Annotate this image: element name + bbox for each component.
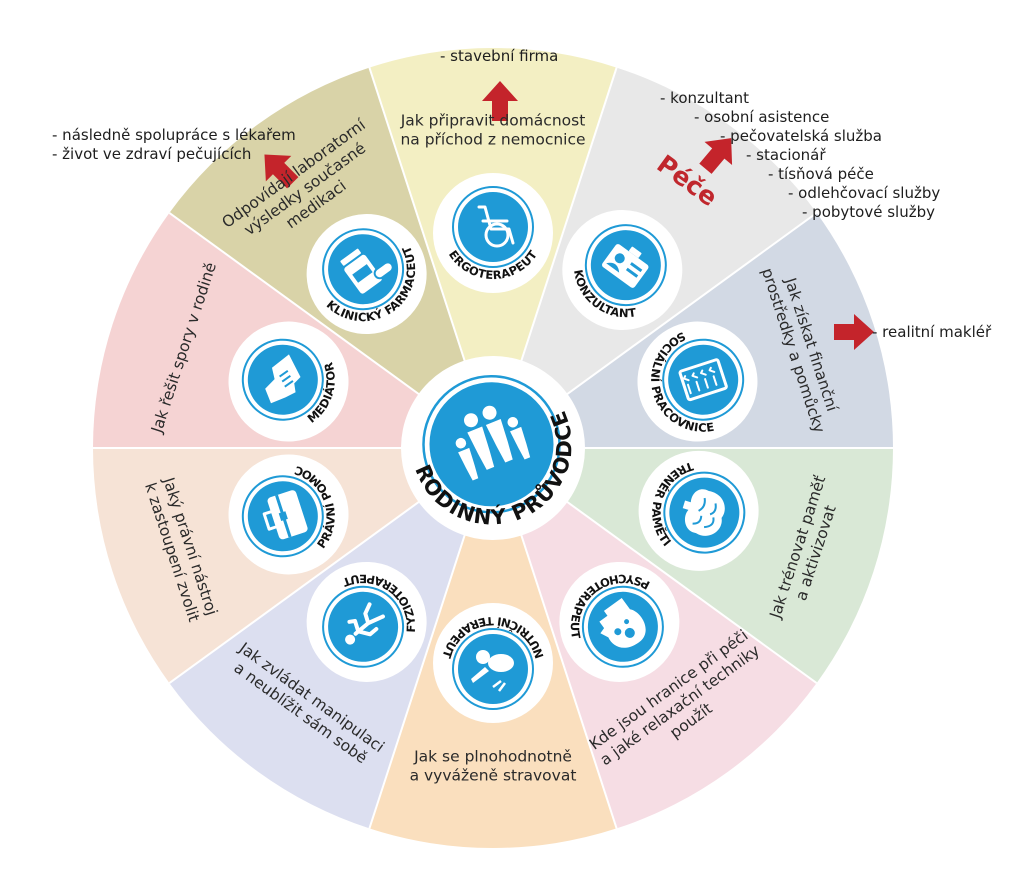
role-badge-mediator: MEDIÁTOR <box>228 321 349 442</box>
badge-disc <box>668 344 739 415</box>
role-badge-trener: TRENÉR PAMĚTI <box>638 450 759 571</box>
center-disc <box>429 382 554 507</box>
checklist-icon <box>678 358 728 402</box>
note-line: - tísňová péče <box>768 165 874 183</box>
segment-text-line: Jak připravit domácnost <box>400 112 586 130</box>
arrow-right-icon <box>834 314 874 350</box>
role-badge-farmaceut: KLINICKÝ FARMACEUT <box>306 214 440 346</box>
medicine-bottle-icon <box>340 248 394 294</box>
role-badge-konzultant: KONZULTANT <box>560 210 683 334</box>
note-top-right: - konzultant - osobní asistence - pečova… <box>660 89 940 222</box>
segment-text-line: na příchod z nemocnice <box>400 131 585 149</box>
walking-person-icon <box>345 602 385 645</box>
note-top: - stavební firma <box>440 47 558 66</box>
arrow-up-left-icon <box>264 154 299 189</box>
brain-icon <box>682 489 725 536</box>
note-line: - osobní asistence <box>694 108 830 126</box>
note-right: - realitní makléř <box>872 323 991 342</box>
handshake-icon <box>265 354 301 404</box>
briefcase-icon <box>262 490 308 540</box>
note-line: - stavební firma <box>440 47 559 65</box>
role-badge-socialni: SOCIÁLNÍ PRACOVNICE <box>634 321 758 449</box>
note-line: - pečovatelská služba <box>720 127 882 145</box>
badge-disc <box>458 192 528 262</box>
note-line: - následně spolupráce s lékařem <box>52 126 296 144</box>
food-icon <box>471 650 514 692</box>
segment-text-line: Jak se plnohodnotně <box>413 748 572 766</box>
id-card-icon <box>602 244 649 288</box>
note-line: - realitní makléř <box>872 323 992 341</box>
note-line: - odlehčovací služby <box>788 184 941 202</box>
note-top-left: - následně spolupráce s lékařem - život … <box>52 126 296 164</box>
note-line: - konzultant <box>660 89 750 107</box>
arrows-layer <box>264 81 874 350</box>
arrow-up-icon <box>482 81 518 121</box>
segment-text-line: a vyváženě stravovat <box>410 767 577 785</box>
role-badge-psychoterapeut: PSYCHOTERAPEUT <box>549 552 680 682</box>
note-line: - pobytové služby <box>802 203 935 221</box>
note-line: - stacionář <box>746 146 826 164</box>
role-badge-nutricni: NUTRIČNÍ TERAPEUT <box>433 603 553 723</box>
role-badge-fyzioterapeut: FYZIOTERAPEUT <box>306 554 434 682</box>
family-icon <box>455 405 531 481</box>
role-badge-ergoterapeut: ERGOTERAPEUT <box>433 173 553 293</box>
note-line: - život ve zdraví pečujících <box>52 145 252 163</box>
arrow-up-right-icon <box>699 138 733 174</box>
wheelchair-icon <box>477 205 515 248</box>
head-gears-icon <box>599 597 646 648</box>
